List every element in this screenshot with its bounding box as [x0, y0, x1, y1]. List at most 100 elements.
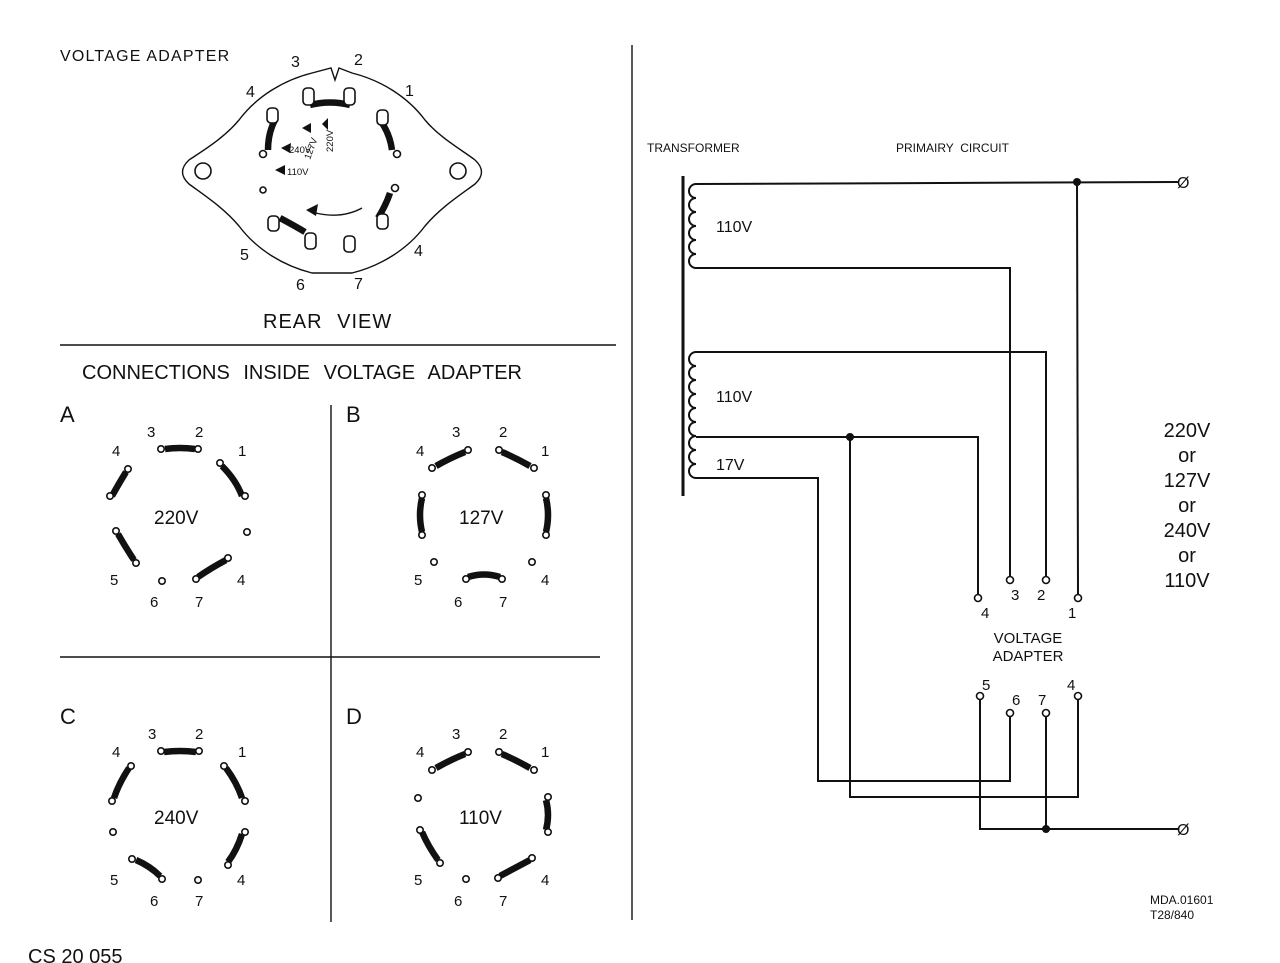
mains-voltage-127: 127V: [1164, 470, 1211, 492]
panel-b-label-1: 1: [541, 443, 549, 460]
winding-2-label: 110V: [716, 389, 753, 406]
panel-c-link-4b: [225, 833, 246, 864]
panel-b-label-4b: 4: [541, 572, 549, 589]
panel-b-label-7: 7: [499, 594, 507, 611]
panel-b-pin-7: [497, 574, 506, 583]
panel-a: A 220V 1 2 3 4 4 5 6 7: [60, 402, 252, 611]
panel-c-label-4: 4: [112, 744, 120, 761]
rear-tab-7: [343, 235, 356, 253]
panel-b-label-2: 2: [499, 424, 507, 441]
panel-c-label-5: 5: [110, 872, 118, 889]
wire-tap-to-pin4: [696, 436, 979, 595]
panel-a-pin-6: [158, 576, 167, 585]
panel-a-link-4: [109, 470, 129, 498]
panel-b-pin-4: [427, 463, 436, 472]
adapter-top-label-2: 2: [1037, 587, 1045, 604]
panel-c-pin-1b: [241, 796, 250, 805]
panel-d-label-5: 5: [414, 872, 422, 889]
panel-a-label-4b: 4: [237, 572, 245, 589]
adapter-top-label-1: 1: [1068, 605, 1076, 622]
junction-tap: [846, 433, 854, 441]
panel-d-voltage: 110V: [459, 808, 502, 829]
adapter-outline: [181, 67, 483, 274]
adapter-bottom-label-7: 7: [1038, 692, 1046, 709]
rear-label-4-bottom: 4: [414, 243, 423, 260]
rear-terminal-upper-right: [392, 149, 402, 159]
panel-c-pin-4a: [127, 761, 136, 770]
adapter-bottom-label-5: 5: [982, 677, 990, 694]
adapter-pin-3: [1005, 575, 1015, 585]
panel-c-pin-4b: [108, 796, 117, 805]
panel-a-pin-2: [194, 444, 203, 453]
marking-220v: 220V: [325, 129, 336, 152]
panel-b-pin-4b: [527, 557, 536, 566]
panel-c-pin-7: [194, 875, 203, 884]
mains-or-2: or: [1178, 495, 1196, 517]
panel-a-pin-4a: [124, 464, 133, 473]
mains-terminal-top-icon: Ø: [1177, 175, 1189, 192]
panel-b-label-4: 4: [416, 443, 424, 460]
panel-b: B 127V 1 2 3 4 4 5 6 7: [346, 402, 552, 611]
mains-or-1: or: [1178, 445, 1196, 467]
wire-tap-to-bottom4: [849, 437, 1079, 798]
panel-a-pin-4b: [106, 491, 115, 500]
figure-ref-1: MDA.01601: [1150, 893, 1214, 907]
panel-d-label-3: 3: [452, 726, 460, 743]
winding-1-coil: [688, 183, 697, 269]
panel-b-pin-5: [429, 557, 438, 566]
panel-c-voltage: 240V: [154, 808, 199, 829]
winding-3-label: 17V: [716, 457, 745, 474]
panel-d-link-5: [419, 830, 441, 862]
rear-label-3: 3: [291, 54, 300, 71]
panel-b-link-right: [542, 497, 552, 533]
panel-d-link-2-1: [500, 751, 532, 771]
rear-terminal-upper-left: [258, 149, 268, 159]
rear-terminal-left: [259, 186, 267, 194]
panel-c-pin-2: [195, 746, 204, 755]
rear-label-5: 5: [240, 247, 249, 264]
panel-a-label-7: 7: [195, 594, 203, 611]
panel-b-link-6-7: [467, 571, 501, 581]
rear-tab-1: [376, 109, 389, 126]
panel-d-link-right: [542, 799, 552, 831]
panel-d: D 110V 1 2 3 4 4 5 6 7: [346, 704, 552, 910]
panel-b-pin-1: [529, 463, 538, 472]
rear-tab-4: [266, 107, 279, 124]
adapter-pin-1: [1073, 593, 1083, 603]
wire-pin5-mains: [979, 697, 1178, 830]
panel-c-link-4: [110, 766, 132, 800]
adapter-pin-4-top: [973, 593, 983, 603]
panel-d-link-7-4: [498, 857, 532, 879]
adapter-top-label-3: 3: [1011, 587, 1019, 604]
panel-d-label-4: 4: [416, 744, 424, 761]
rear-view-caption: REAR VIEW: [263, 311, 392, 333]
panel-a-label-5: 5: [110, 572, 118, 589]
panel-d-pin-l1: [413, 793, 422, 802]
panel-a-pin-1b: [241, 491, 250, 500]
panel-d-label-1: 1: [541, 744, 549, 761]
panel-a-label-1: 1: [238, 443, 246, 460]
adapter-pin-5: [975, 691, 985, 701]
panel-a-label-4: 4: [112, 443, 120, 460]
panel-d-letter: D: [346, 704, 362, 729]
panel-c-link-1: [223, 766, 246, 800]
panel-c-pin-1a: [220, 761, 229, 770]
mains-voltage-240: 240V: [1164, 520, 1211, 542]
document-id: CS 20 055: [28, 946, 123, 963]
marker-127v-icon: [302, 123, 311, 133]
wire-top-mains: [695, 181, 1179, 185]
winding-2-coil: [688, 351, 697, 479]
rear-tab-3: [302, 87, 315, 106]
panel-c-pin-4c: [224, 860, 233, 869]
panel-d-link-4-3: [434, 750, 467, 771]
mains-voltage-220: 220V: [1164, 420, 1211, 442]
panel-a-link-2-3: [164, 444, 196, 453]
mains-terminal-bottom-icon: Ø: [1177, 822, 1189, 839]
adapter-top-label-4: 4: [981, 605, 989, 622]
panel-a-link-1: [219, 463, 246, 498]
wire-top-to-pin1: [1076, 181, 1079, 596]
wire-w2-to-pin2: [696, 351, 1047, 578]
panel-a-pin-3: [157, 444, 166, 453]
panel-d-pin-6: [461, 874, 470, 883]
